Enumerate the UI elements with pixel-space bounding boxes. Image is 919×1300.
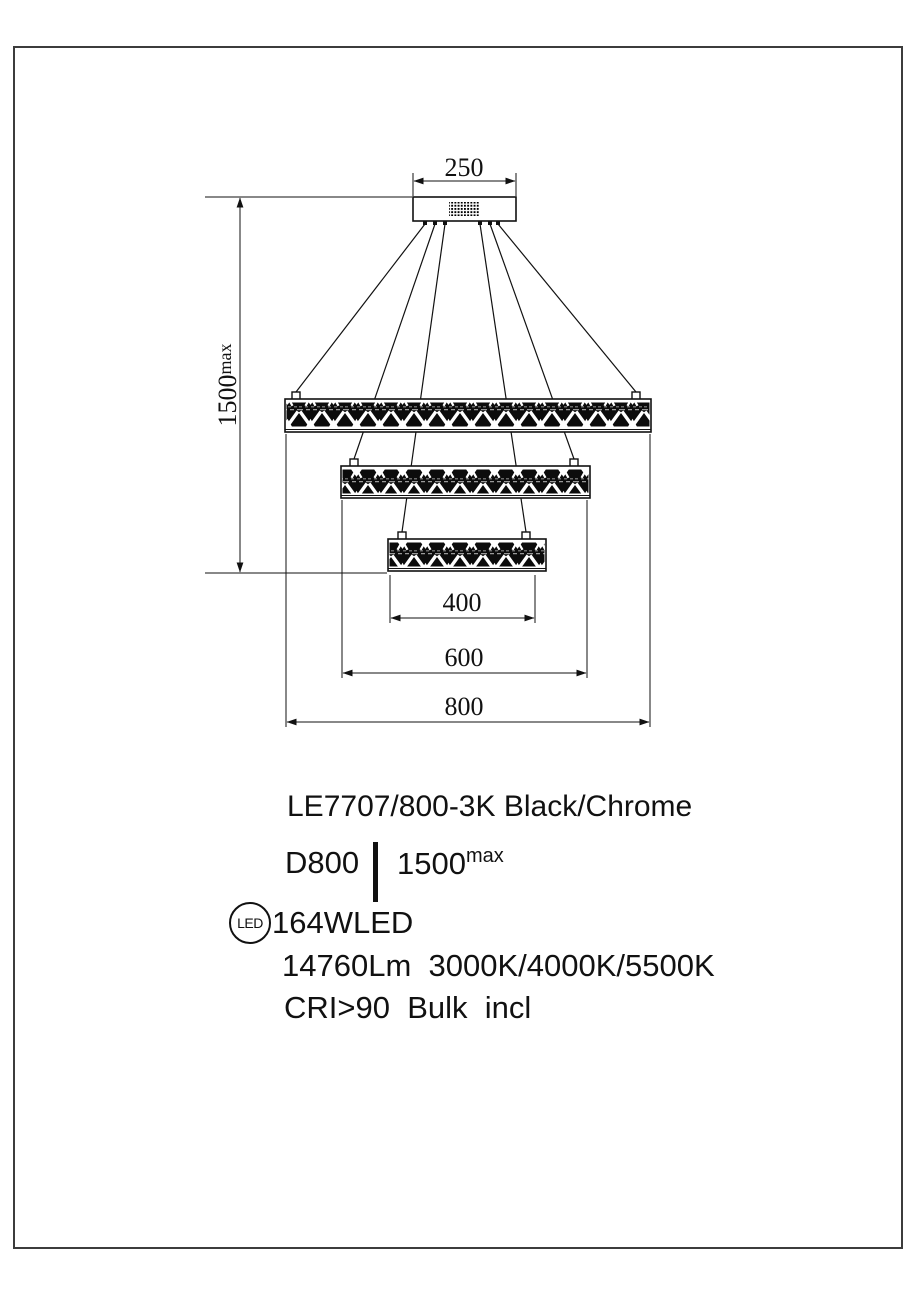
spec-height: 1500max [397, 845, 504, 882]
ceiling-canopy [412, 196, 517, 225]
dim-label-600: 600 [445, 643, 484, 672]
dim-label-400: 400 [443, 588, 482, 617]
dim-label-250: 250 [445, 153, 484, 182]
dimension-suspension-height: 1500max [205, 196, 412, 574]
ring-medium [340, 458, 591, 499]
cable-connectors [423, 221, 500, 225]
led-badge: LED [229, 902, 271, 944]
spec-height-value: 1500 [397, 846, 466, 881]
dimension-middle-ring: 600 [341, 500, 588, 678]
spec-divider-bar [373, 842, 378, 902]
dim-label-800: 800 [445, 692, 484, 721]
technical-drawing: 250 1500max 400 600 800 [205, 153, 652, 727]
crystal-band-medium [342, 469, 589, 494]
crystal-band-large [286, 402, 650, 427]
spec-diameter: D800 [285, 845, 360, 880]
canopy-vent-dots [449, 202, 479, 216]
dimension-canopy-width: 250 [412, 153, 517, 196]
spec-wattage: 164WLED [272, 905, 414, 940]
ring-large [284, 391, 652, 433]
dim-label-1500max: 1500max [213, 344, 242, 427]
crystal-band-small [389, 542, 545, 567]
led-badge-label: LED [237, 915, 263, 931]
dimension-inner-ring: 400 [389, 575, 536, 623]
spec-lumens-cct: 14760Lm 3000K/4000K/5500K [282, 948, 715, 983]
ring-small [387, 531, 547, 572]
spec-height-suffix: max [465, 845, 504, 867]
product-model: LE7707/800-3K Black/Chrome [287, 790, 693, 823]
drawing-border [13, 46, 903, 1249]
dimension-outer-ring: 800 [285, 434, 651, 727]
spec-cri-bulb: CRI>90 Bulk incl [284, 990, 532, 1025]
